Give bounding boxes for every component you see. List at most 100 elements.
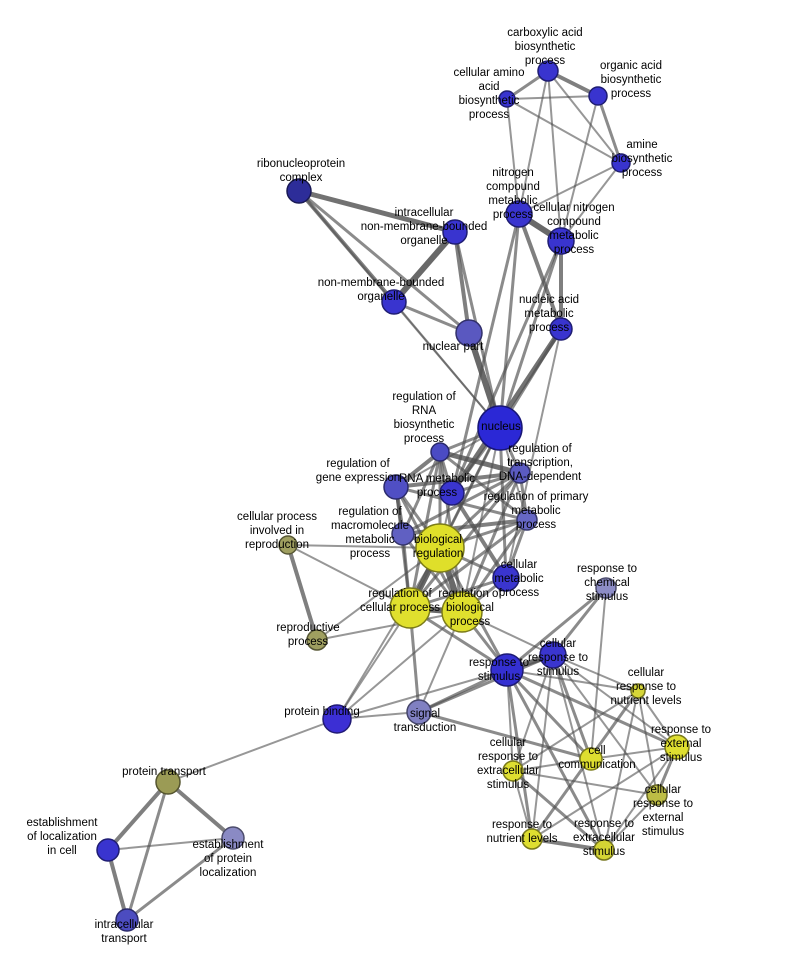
- edge-carboxylic--amine: [547, 70, 622, 164]
- node-repro[interactable]: [306, 629, 328, 651]
- edge-resp_stim--cell_resp_extra: [506, 669, 514, 772]
- node-amine[interactable]: [611, 153, 631, 173]
- edges-layer: [106, 69, 679, 922]
- edge-reg_transcription--reg_gene: [394, 471, 522, 489]
- node-intra_trans[interactable]: [115, 908, 139, 932]
- node-rna_met[interactable]: [439, 480, 465, 506]
- edge-resp_stim--resp_chem: [505, 586, 608, 672]
- edge-prot_bind--prot_trans: [167, 718, 338, 783]
- edge-cell_resp_nutr--cell_resp_ext: [637, 690, 658, 796]
- node-cell_resp_ext[interactable]: [646, 784, 668, 806]
- node-nmb_org[interactable]: [381, 289, 407, 315]
- edge-cell_comm--resp_ext: [590, 746, 678, 760]
- edge-cell_nitrogen--nucleus: [498, 239, 563, 430]
- node-reg_primary[interactable]: [516, 509, 538, 531]
- node-cell_resp_extra[interactable]: [502, 760, 524, 782]
- node-cell_nitrogen[interactable]: [547, 227, 575, 255]
- node-intra_org[interactable]: [442, 219, 468, 245]
- node-bio_reg[interactable]: [415, 523, 465, 573]
- node-resp_nutr[interactable]: [521, 828, 543, 850]
- node-cell_resp_stim[interactable]: [539, 641, 567, 669]
- node-cpir[interactable]: [278, 535, 298, 555]
- edge-prot_trans--intra_trans: [125, 780, 170, 922]
- edge-prot_bind--resp_stim: [336, 669, 508, 720]
- node-nuclear_part[interactable]: [455, 319, 483, 347]
- node-organic[interactable]: [588, 86, 608, 106]
- node-carboxylic[interactable]: [537, 60, 559, 82]
- edge-nitrogen--rna_met: [450, 212, 521, 495]
- edge-carboxylic--cell_nitrogen: [547, 70, 562, 242]
- node-reg_rna[interactable]: [430, 442, 450, 462]
- node-est_prot_loc[interactable]: [221, 826, 245, 850]
- edge-nitrogen--nucleus: [498, 212, 521, 430]
- edge-prot_trans--est_prot_loc: [166, 780, 235, 840]
- node-reg_gene[interactable]: [383, 474, 409, 500]
- node-cell_comm[interactable]: [579, 747, 603, 771]
- node-resp_chem[interactable]: [595, 577, 617, 599]
- edge-cell_comm--cell_resp_extra: [512, 758, 592, 772]
- node-nucleic[interactable]: [549, 317, 573, 341]
- edge-intra_org--nmb_org: [391, 229, 458, 305]
- edge-repro--bio_reg: [316, 547, 441, 641]
- node-est_loc_cell[interactable]: [96, 838, 120, 862]
- edge-cell_resp_stim--resp_nutr: [531, 654, 554, 840]
- node-reg_cell_proc[interactable]: [389, 587, 431, 629]
- edge-organic--cell_nitrogen: [560, 95, 599, 242]
- node-reg_bio_proc[interactable]: [441, 591, 483, 633]
- edge-reg_rna--reg_transcription: [437, 449, 523, 476]
- node-prot_bind[interactable]: [322, 704, 352, 734]
- node-reg_transcription[interactable]: [509, 462, 531, 484]
- node-resp_stim[interactable]: [490, 653, 524, 687]
- edge-amino--amine: [506, 98, 622, 164]
- edge-organic--amine: [596, 94, 623, 165]
- edge-cell_resp_stim--resp_ext: [552, 654, 678, 748]
- node-signal[interactable]: [406, 699, 432, 725]
- node-resp_extra[interactable]: [593, 839, 615, 861]
- edge-cell_resp_extra--cell_resp_ext: [512, 770, 658, 796]
- node-nucleus[interactable]: [477, 405, 523, 451]
- node-cell_met[interactable]: [492, 564, 520, 592]
- node-cell_resp_nutr[interactable]: [630, 683, 646, 699]
- edge-reg_primary--reg_cell_proc: [408, 518, 529, 610]
- node-nitrogen[interactable]: [505, 200, 533, 228]
- node-reg_macro[interactable]: [391, 522, 415, 546]
- node-rnp[interactable]: [286, 178, 312, 204]
- edge-cpir--reg_cell_proc: [287, 544, 411, 609]
- node-label-prot_bind: protein binding: [284, 706, 359, 718]
- edge-resp_ext--resp_extra: [603, 746, 678, 851]
- edge-cell_resp_stim--resp_chem: [551, 586, 608, 657]
- node-resp_ext[interactable]: [664, 734, 690, 760]
- edge-resp_ext--resp_nutr: [531, 746, 678, 840]
- edge-signal--cell_comm: [417, 710, 593, 761]
- edge-repro--reg_bio_proc: [316, 611, 463, 641]
- edge-nitrogen--nucleic: [517, 212, 563, 331]
- node-prot_trans[interactable]: [155, 769, 181, 795]
- edge-carboxylic--nitrogen: [518, 70, 549, 215]
- node-amino[interactable]: [498, 90, 516, 108]
- edge-cell_resp_stim--cell_resp_extra: [512, 654, 554, 772]
